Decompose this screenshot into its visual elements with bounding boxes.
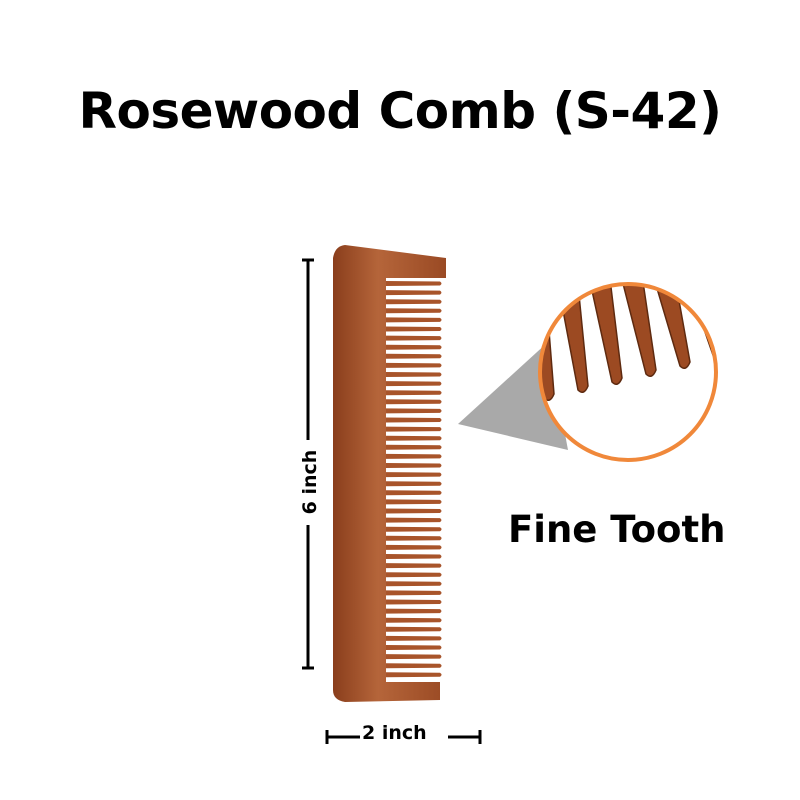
comb-tooth <box>386 608 442 614</box>
comb-tooth <box>386 472 442 478</box>
comb-tooth <box>386 326 442 332</box>
comb-tooth <box>386 353 442 359</box>
comb-tooth <box>386 444 442 450</box>
comb-tooth <box>386 463 442 468</box>
comb-tooth <box>386 508 442 514</box>
comb-tooth <box>386 299 442 305</box>
closeup-tooth <box>615 284 657 377</box>
comb-tooth <box>386 499 442 505</box>
comb-tooth <box>386 435 442 441</box>
comb-tooth <box>386 645 442 650</box>
fine-tooth-label: Fine Tooth <box>508 508 726 551</box>
comb-tooth <box>386 635 442 641</box>
comb-tooth <box>386 626 442 632</box>
width-label: 2 inch <box>362 722 427 744</box>
height-label: 6 inch <box>299 449 321 515</box>
comb-tooth <box>386 517 442 523</box>
comb-tooth <box>386 399 442 405</box>
comb-tooth <box>386 581 442 587</box>
comb-tooth <box>386 563 442 569</box>
comb-tooth <box>386 672 442 678</box>
comb-tooth <box>386 526 442 532</box>
closeup-tooth <box>711 284 716 353</box>
comb-tooth <box>386 554 442 559</box>
height-dimension-line <box>302 258 314 670</box>
comb-tooth <box>386 572 442 578</box>
comb-tooth <box>386 654 442 660</box>
zoom-ring <box>538 282 718 462</box>
comb-tooth <box>386 481 442 487</box>
comb-tooth <box>386 599 442 605</box>
comb-tooth <box>386 590 442 596</box>
closeup-tooth <box>583 284 623 385</box>
comb-tooth <box>386 535 442 541</box>
comb-tooth <box>386 408 442 414</box>
comb-tooth <box>386 453 442 459</box>
closeup-tooth <box>647 284 691 369</box>
comb-tooth <box>386 344 442 350</box>
comb-tooth <box>386 426 442 432</box>
comb-tooth <box>386 372 442 377</box>
comb-tooth <box>386 490 442 496</box>
closeup-tooth <box>551 284 589 393</box>
comb-tooth <box>386 663 442 669</box>
comb-tooth <box>386 381 442 387</box>
comb-tooth <box>386 617 442 623</box>
closeup-tooth <box>744 256 792 344</box>
comb-tooth <box>386 290 442 296</box>
comb-tooth <box>386 281 442 286</box>
comb-tooth <box>386 317 442 323</box>
comb-tooth <box>386 417 442 423</box>
comb-tooth <box>386 390 442 396</box>
comb-tooth <box>386 335 442 341</box>
comb-tooth <box>386 362 442 368</box>
product-title: Rosewood Comb (S-42) <box>78 82 722 140</box>
comb-tooth <box>386 544 442 550</box>
comb-tooth <box>386 308 442 314</box>
comb <box>333 245 446 702</box>
width-dimension-line <box>325 730 482 744</box>
